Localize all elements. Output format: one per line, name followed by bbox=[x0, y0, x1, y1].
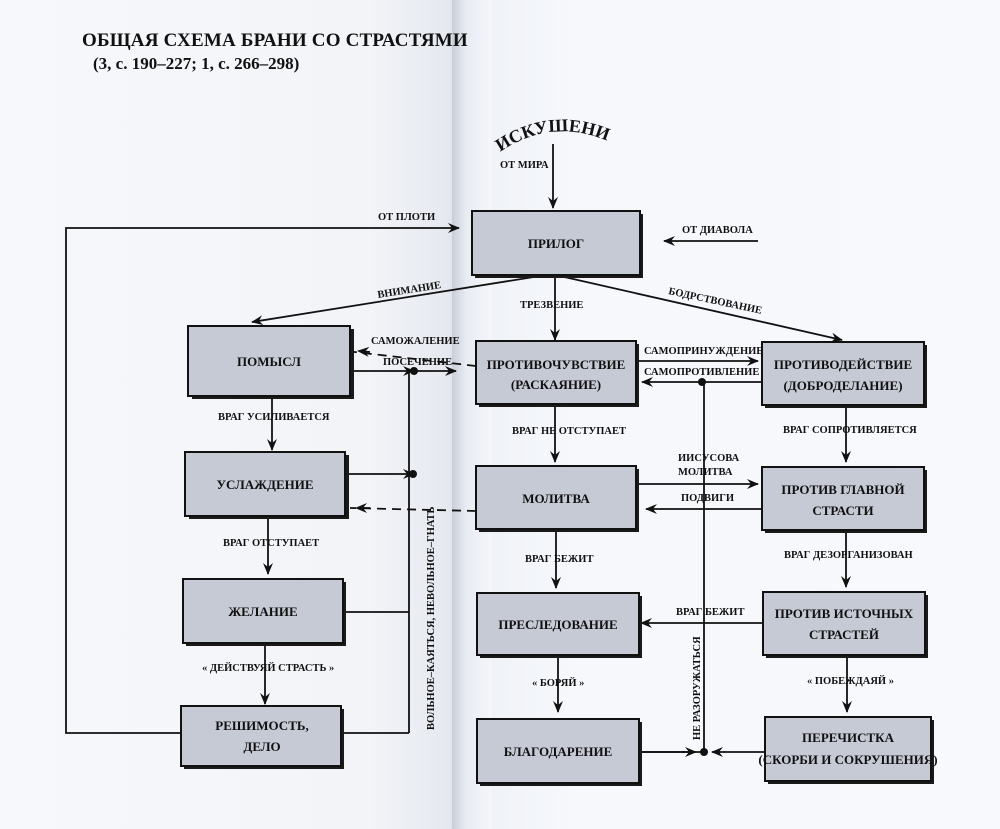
edge-label-iisusova-2: МОЛИТВА bbox=[678, 467, 733, 478]
left-page bbox=[0, 0, 460, 829]
node-molitva: МОЛИТВА bbox=[475, 465, 639, 532]
svg-text:ПЕРЕЧИСТКА: ПЕРЕЧИСТКА bbox=[802, 730, 895, 745]
node-blagodarenie: БЛАГОДАРЕНИЕ bbox=[476, 718, 642, 786]
edge-ot-ploti bbox=[65, 223, 460, 734]
book-gutter bbox=[452, 0, 492, 829]
edge-bodrstvovanie bbox=[559, 275, 843, 343]
node-protivodeystvie: ПРОТИВОДЕЙСТВИЕ (ДОБРОДЕЛАНИЕ) bbox=[761, 341, 927, 408]
edge-label-vrag-soprotivlyaetsya: ВРАГ СОПРОТИВЛЯЕТСЯ bbox=[783, 425, 917, 436]
node-prilog: ПРИЛОГ bbox=[471, 210, 643, 278]
edge-label-samoprotivlenie: САМОПРОТИВЛЕНИЕ bbox=[644, 367, 759, 378]
node-reshimost: РЕШИМОСТЬ, ДЕЛО bbox=[180, 705, 344, 769]
svg-text:ДЕЛО: ДЕЛО bbox=[243, 739, 280, 754]
svg-text:МОЛИТВА: МОЛИТВА bbox=[522, 491, 590, 506]
junction-dot bbox=[410, 367, 418, 375]
edge-label-vrag-dezorganizovan: ВРАГ ДЕЗОРГАНИЗОВАН bbox=[784, 550, 913, 561]
edge-label-vrag-otstupaet: ВРАГ ОТСТУПАЕТ bbox=[223, 538, 319, 549]
edge-label-posechenie: ПОСЕЧЕНИЕ bbox=[383, 357, 452, 368]
svg-text:СТРАСТЕЙ: СТРАСТЕЙ bbox=[809, 627, 879, 642]
svg-text:УСЛАЖДЕНИЕ: УСЛАЖДЕНИЕ bbox=[216, 477, 313, 492]
edge-label-volnoe: ВОЛЬНОЕ–КАЯТЬСЯ, НЕВОЛЬНОЕ–ГНАТЬ bbox=[426, 506, 437, 730]
svg-text:ПРОТИВ ГЛАВНОЙ: ПРОТИВ ГЛАВНОЙ bbox=[781, 482, 904, 497]
junction-dot bbox=[700, 748, 708, 756]
svg-text:(СКОРБИ И СОКРУШЕНИЯ): (СКОРБИ И СОКРУШЕНИЯ) bbox=[758, 752, 937, 767]
svg-text:ПРЕСЛЕДОВАНИЕ: ПРЕСЛЕДОВАНИЕ bbox=[498, 617, 617, 632]
node-protiv-istochnykh-strastey: ПРОТИВ ИСТОЧНЫХ СТРАСТЕЙ bbox=[762, 591, 928, 658]
edge-vnimanie bbox=[251, 275, 541, 326]
edge-label-vrag-ne-otstupaet: ВРАГ НЕ ОТСТУПАЕТ bbox=[512, 426, 626, 437]
node-protivochuvstvie: ПРОТИВОЧУВСТВИЕ (РАСКАЯНИЕ) bbox=[475, 340, 639, 407]
svg-text:СТРАСТИ: СТРАСТИ bbox=[812, 503, 873, 518]
edge-label-deystvuy-strast: « ДЕЙСТВУЯЙ СТРАСТЬ » bbox=[202, 662, 334, 674]
edge-label-ot-diavola: ОТ ДИАВОЛА bbox=[682, 225, 753, 236]
edge-label-samoprinuzhdenie: САМОПРИНУЖДЕНИЕ bbox=[644, 346, 763, 357]
svg-text:БЛАГОДАРЕНИЕ: БЛАГОДАРЕНИЕ bbox=[504, 744, 613, 759]
edge-label-ot-mira: ОТ МИРА bbox=[500, 160, 549, 171]
node-protiv-glavnoy-strasti: ПРОТИВ ГЛАВНОЙ СТРАСТИ bbox=[761, 466, 927, 533]
diagram-title: ОБЩАЯ СХЕМА БРАНИ СО СТРАСТЯМИ bbox=[82, 30, 468, 51]
edge-label-vrag-bezhit: ВРАГ БЕЖИТ bbox=[525, 554, 593, 565]
edge-label-bodrstvovanie: БОДРСТВОВАНИЕ bbox=[667, 286, 763, 317]
edge-dashed-molitva bbox=[349, 507, 477, 512]
svg-text:(ДОБРОДЕЛАНИЕ): (ДОБРОДЕЛАНИЕ) bbox=[783, 378, 902, 393]
edge-samozhalenie-arrow bbox=[357, 346, 371, 357]
node-uslazhdenie: УСЛАЖДЕНИЕ bbox=[184, 451, 349, 519]
svg-text:ПРОТИВ ИСТОЧНЫХ: ПРОТИВ ИСТОЧНЫХ bbox=[775, 606, 914, 621]
edge-label-podvigi: ПОДВИГИ bbox=[681, 493, 734, 504]
svg-text:ЖЕЛАНИЕ: ЖЕЛАНИЕ bbox=[228, 604, 297, 619]
junction-dot bbox=[409, 470, 417, 478]
svg-text:ПОМЫСЛ: ПОМЫСЛ bbox=[237, 354, 301, 369]
temptations-label: ИСКУШЕНИЯ bbox=[0, 0, 613, 155]
edge-label-ne-razoruzhatsya: НЕ РАЗОРУЖАТЬСЯ bbox=[692, 636, 703, 740]
node-zhelanie: ЖЕЛАНИЕ bbox=[182, 578, 346, 646]
svg-text:ПРИЛОГ: ПРИЛОГ bbox=[528, 236, 584, 251]
edge-label-ot-ploti: ОТ ПЛОТИ bbox=[378, 212, 435, 223]
node-perechistka: ПЕРЕЧИСТКА (СКОРБИ И СОКРУШЕНИЯ) bbox=[758, 716, 938, 784]
edge-label-samozhalenie: САМОЖАЛЕНИЕ bbox=[371, 336, 460, 347]
edge-label-vrag-bezhit-2: ВРАГ БЕЖИТ bbox=[676, 607, 744, 618]
svg-text:(РАСКАЯНИЕ): (РАСКАЯНИЕ) bbox=[511, 377, 601, 392]
edge-label-iisusova-1: ИИСУСОВА bbox=[678, 453, 740, 464]
node-presledovanie: ПРЕСЛЕДОВАНИЕ bbox=[476, 592, 642, 658]
svg-text:РЕШИМОСТЬ,: РЕШИМОСТЬ, bbox=[215, 718, 308, 733]
diagram-subtitle: (3, с. 190–227; 1, с. 266–298) bbox=[93, 54, 300, 73]
edge-label-vnimanie: ВНИМАНИЕ bbox=[377, 280, 442, 301]
svg-text:ПРОТИВОДЕЙСТВИЕ: ПРОТИВОДЕЙСТВИЕ bbox=[774, 357, 912, 372]
edge-label-boryay: « БОРЯЙ » bbox=[532, 677, 584, 689]
edge-label-vrag-usilivaetsya: ВРАГ УСИЛИВАЕТСЯ bbox=[218, 412, 330, 423]
edge-label-trezvenie: ТРЕЗВЕНИЕ bbox=[520, 300, 583, 311]
edge-label-pobezhdayay: « ПОБЕЖДАЯЙ » bbox=[807, 675, 894, 687]
node-pomysl: ПОМЫСЛ bbox=[187, 325, 354, 399]
svg-text:ПРОТИВОЧУВСТВИЕ: ПРОТИВОЧУВСТВИЕ bbox=[487, 357, 626, 372]
